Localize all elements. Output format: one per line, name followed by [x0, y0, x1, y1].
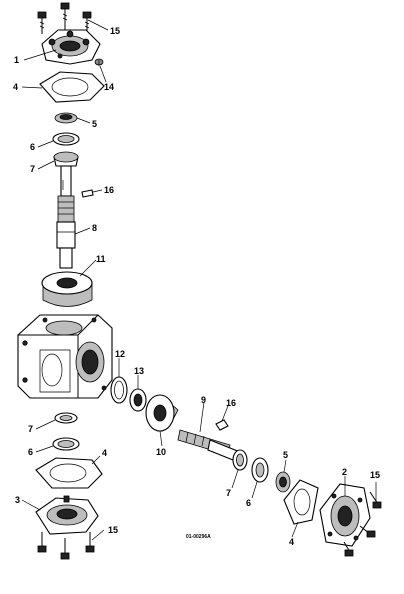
right-bolts [343, 491, 382, 557]
gasket-bottom [35, 457, 103, 489]
callout-4: 4 [13, 82, 18, 92]
bottom-bolts [37, 532, 95, 560]
gearbox-housing [17, 314, 113, 399]
top-cap [41, 29, 101, 65]
bearing-horizontal [251, 457, 269, 483]
bearing-13 [129, 388, 147, 412]
callout-13: 13 [134, 366, 144, 376]
vertical-shaft [56, 165, 76, 269]
leader-lines [21, 19, 377, 541]
callout-4-horizontal: 4 [289, 537, 294, 547]
gear-horizontal [145, 394, 179, 432]
callout-15-bottom: 15 [108, 525, 118, 535]
callout-9: 9 [201, 395, 206, 405]
seal-horizontal [275, 471, 291, 493]
bottom-cap [35, 495, 99, 535]
callout-6: 6 [30, 142, 35, 152]
callout-7-bottom: 7 [28, 424, 33, 434]
gasket-top [39, 71, 105, 103]
callout-5: 5 [92, 119, 97, 129]
callout-4-bottom: 4 [102, 448, 107, 458]
ring-12 [110, 376, 128, 404]
top-bolts [37, 2, 92, 34]
callout-15: 15 [110, 26, 120, 36]
callout-6-horizontal: 6 [246, 498, 251, 508]
horizontal-shaft [177, 429, 241, 463]
callout-8: 8 [92, 223, 97, 233]
callout-16-horizontal: 16 [226, 398, 236, 408]
cone-horizontal [232, 449, 248, 471]
callout-16: 16 [104, 185, 114, 195]
bolt-top-center [60, 2, 70, 30]
callout-6-bottom: 6 [28, 447, 33, 457]
callout-12: 12 [115, 349, 125, 359]
bolt-bottom-right [85, 532, 95, 553]
bolt-right-upper [369, 491, 382, 509]
key-horizontal [215, 419, 229, 431]
callout-10: 10 [156, 447, 166, 457]
callout-14: 14 [104, 82, 114, 92]
plug-14 [94, 58, 104, 66]
key-top [81, 189, 94, 198]
callout-labels: 15 1 14 4 5 6 7 16 8 11 12 13 9 16 10 7 … [13, 26, 380, 547]
callout-1: 1 [14, 55, 19, 65]
bolt-right-bottom [343, 541, 354, 557]
callout-2: 2 [342, 467, 347, 477]
flange-cap [319, 483, 371, 547]
bolt-bottom-center [60, 538, 70, 560]
bolt-right-lower [359, 525, 376, 538]
drawing-number: 01-00296A [186, 534, 211, 540]
callout-11: 11 [96, 254, 106, 264]
callout-7: 7 [30, 164, 35, 174]
bolt-top-left [37, 11, 47, 34]
bolt-bottom-left [37, 532, 47, 553]
callout-15-right: 15 [370, 470, 380, 480]
callout-5-horizontal: 5 [283, 450, 288, 460]
callout-7-horizontal: 7 [226, 488, 231, 498]
gear-top [41, 271, 93, 307]
callout-3: 3 [15, 495, 20, 505]
gasket-horizontal [283, 479, 319, 525]
